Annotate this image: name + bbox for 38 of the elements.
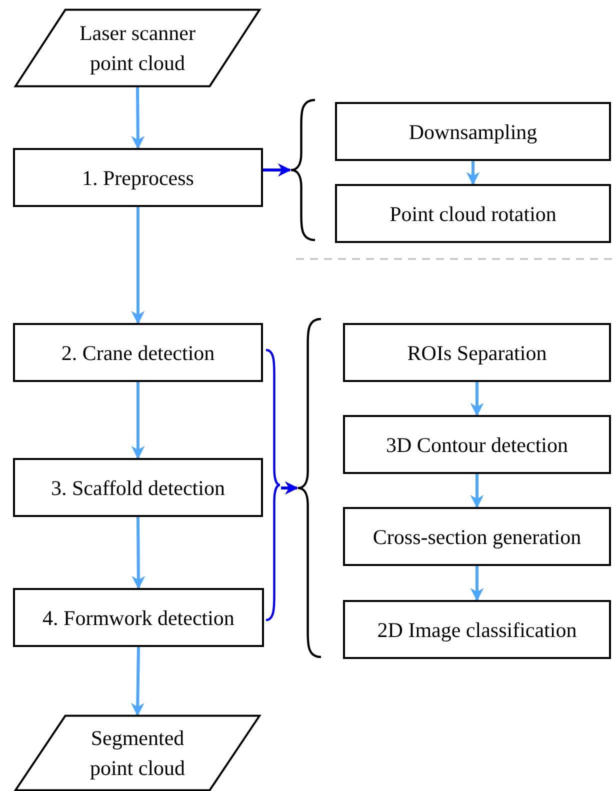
node-label: 1. Preprocess [82,164,194,192]
process-box [13,458,263,517]
node-label: Segmented point cloud [88,725,186,782]
node-label: Point cloud rotation [390,200,556,228]
process-box [13,588,264,647]
arrow [131,86,145,150]
node-label: 3. Scaffold detection [51,474,225,502]
curly-brace [266,349,281,621]
data-parallelogram [13,9,262,87]
node-label: Cross-section generation [372,524,582,550]
arrow [281,481,298,495]
curly-brace [290,99,315,241]
process-box [343,323,611,382]
arrow [132,516,146,590]
node-label: Laser scanner point cloud [78,20,196,77]
process-box [335,102,611,161]
arrow [131,207,145,324]
arrow [470,474,484,508]
node-label: 3D Contour detection [386,432,568,458]
curly-brace [297,318,321,658]
node-label: 2D Image classification [377,616,577,644]
node-label: 4. Formwork detection [42,604,234,632]
arrow [130,646,144,716]
process-box [335,184,611,243]
node-label: Downsampling [408,118,538,146]
node-label: 2. Crane detection [61,340,215,366]
arrow [466,161,480,186]
process-box [13,323,263,382]
arrow [131,382,145,460]
node-label: ROIs Separation [407,340,547,366]
process-box [13,148,263,207]
arrow [470,566,484,602]
process-box [343,600,611,659]
arrow [263,163,292,177]
process-box [343,507,611,566]
data-parallelogram [13,715,262,791]
arrow [470,382,484,416]
process-box [343,415,611,474]
